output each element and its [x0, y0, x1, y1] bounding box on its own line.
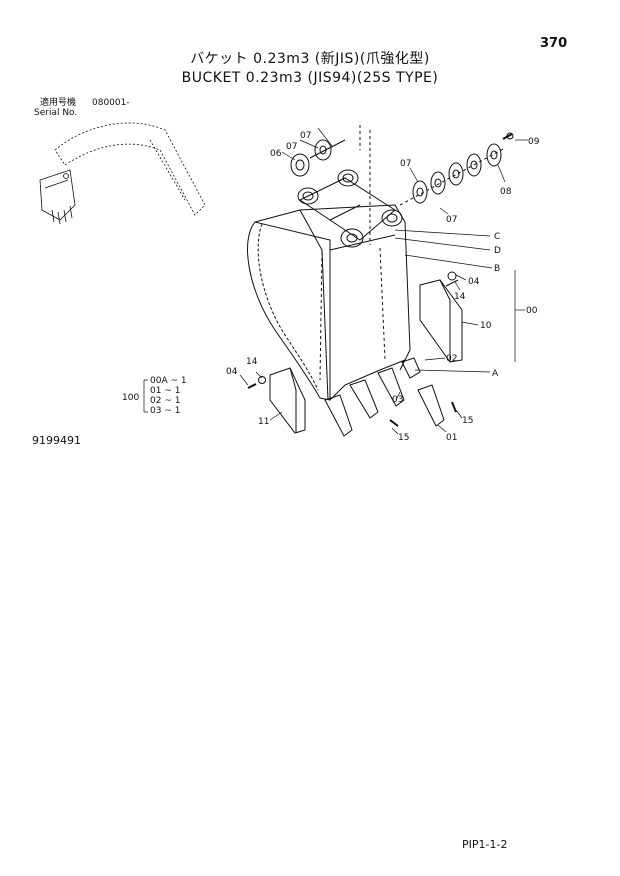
machine-locator-thumbnail [39, 122, 206, 225]
callout-04-a: 04 [468, 277, 480, 287]
serial-label-jp: 適用号機 [40, 98, 77, 108]
callout-ref-c: C [494, 232, 500, 242]
kit-item: 02 ~ 1 [150, 396, 180, 406]
callout-00: 00 [526, 306, 538, 316]
callout-ref-d: D [494, 246, 501, 256]
callout-14-a: 14 [454, 292, 466, 302]
callout-01: 01 [446, 433, 457, 443]
callout-ref-a: A [492, 369, 499, 379]
kit-number: 100 [122, 393, 139, 403]
callout-10: 10 [480, 321, 492, 331]
bucket-body [247, 204, 411, 401]
callout-11: 11 [258, 417, 269, 427]
shim-rings-left [290, 139, 346, 177]
page-title-jp: バケット 0.23m3 (新JIS)(爪強化型) [190, 51, 430, 67]
kit-item: 01 ~ 1 [150, 386, 180, 396]
callout-06: 06 [270, 149, 282, 159]
side-cutter-left [247, 367, 306, 434]
footer-code: PIP1-1-2 [462, 838, 508, 851]
side-cutter-right [419, 271, 463, 363]
callout-08: 08 [500, 187, 512, 197]
shim-rings-right [399, 132, 514, 206]
callout-07-a: 07 [300, 131, 311, 141]
callout-14-b: 14 [246, 357, 258, 367]
callout-09: 09 [528, 137, 540, 147]
callout-ref-b: B [494, 264, 500, 274]
callout-07-b: 07 [286, 142, 297, 152]
callout-07-c: 07 [400, 159, 411, 169]
kit-item: 03 ~ 1 [150, 406, 180, 416]
serial-label-en: Serial No. [34, 108, 78, 118]
document-id: 9199491 [32, 434, 81, 447]
page-title-en: BUCKET 0.23m3 (JIS94)(25S TYPE) [181, 70, 439, 86]
page-number: 370 [540, 36, 568, 51]
callout-03: 03 [392, 395, 403, 405]
callout-15-a: 15 [462, 416, 473, 426]
leader-lines [143, 127, 528, 435]
bucket-bosses [297, 125, 403, 248]
callout-04-b: 04 [226, 367, 238, 377]
callout-02: 02 [446, 354, 457, 364]
bucket-teeth [324, 357, 457, 437]
callout-07-d: 07 [446, 215, 457, 225]
serial-value: 080001- [92, 98, 130, 108]
callout-15-b: 15 [398, 433, 409, 443]
kit-item: 00A ~ 1 [150, 376, 187, 386]
